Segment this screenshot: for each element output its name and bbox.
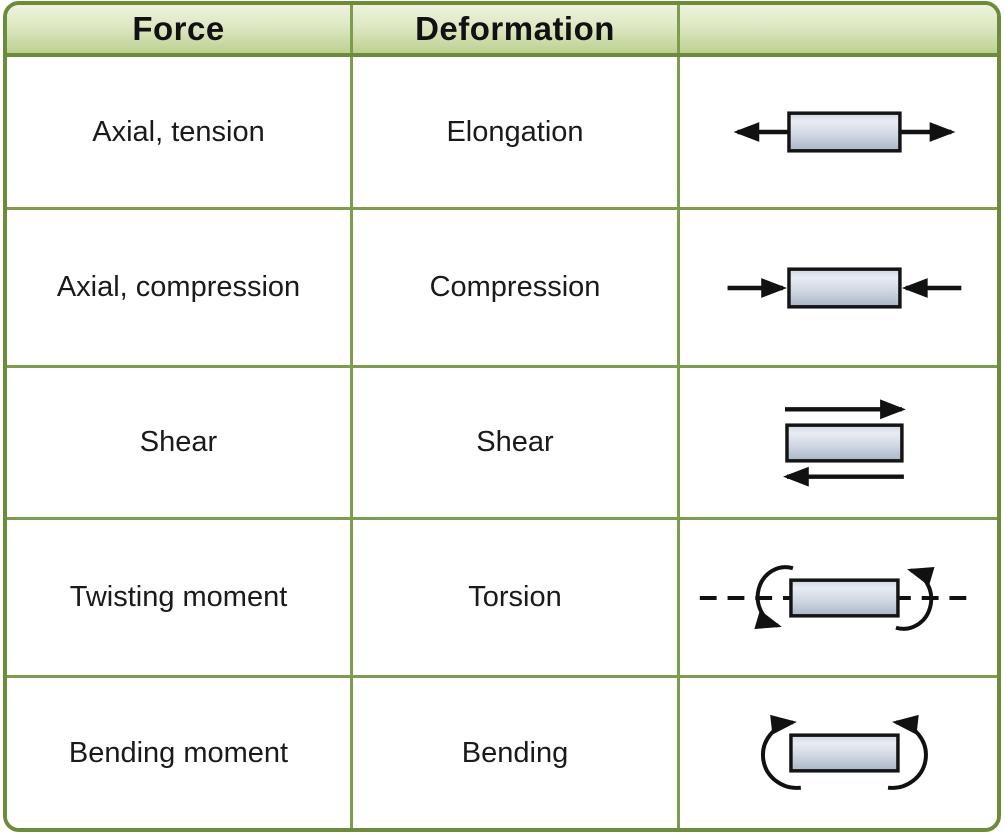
bending-right-arc	[887, 714, 928, 790]
deformation-cell: Bending	[350, 678, 677, 828]
compression-diagram	[727, 266, 962, 309]
header-diagram	[677, 5, 997, 53]
header-force: Force	[132, 10, 225, 47]
table-row: Shear Shear	[7, 365, 997, 517]
table-header-row: Force Deformation	[7, 5, 997, 57]
tension-diagram	[733, 111, 956, 153]
deformation-cell: Shear	[350, 368, 677, 517]
diagram-cell	[677, 210, 997, 365]
table-row: Twisting moment Torsion	[7, 517, 997, 675]
torsion-right-arc	[895, 566, 935, 631]
table-row: Axial, tension Elongation	[7, 57, 997, 207]
force-cell: Bending moment	[68, 736, 289, 769]
bar	[785, 422, 904, 463]
deformation-cell: Elongation	[350, 57, 677, 207]
bar	[789, 577, 900, 618]
force-cell: Axial, tension	[92, 115, 265, 148]
force-cell: Twisting moment	[69, 581, 288, 613]
torsion-left-arc	[754, 564, 794, 629]
diagram-cell	[677, 520, 997, 675]
table-border: Force Deformation Axial, tension Elongat…	[3, 1, 1001, 832]
shear-diagram	[783, 398, 906, 487]
diagram-cell	[677, 678, 997, 828]
bar	[787, 266, 902, 309]
deformation-cell: Torsion	[350, 520, 677, 675]
header-deformation: Deformation	[350, 5, 677, 53]
torsion-diagram	[699, 564, 978, 631]
force-cell: Shear	[139, 426, 218, 458]
table-row: Axial, compression Compression	[7, 207, 997, 365]
bar	[789, 733, 900, 773]
diagram-cell	[677, 368, 997, 517]
bar	[787, 111, 902, 153]
force-cell: Axial, compression	[56, 271, 301, 303]
bending-left-arc	[761, 714, 802, 790]
diagram-cell	[677, 57, 997, 207]
bending-diagram	[761, 714, 928, 790]
deformation-cell: Compression	[350, 210, 677, 365]
table-row: Bending moment Bending	[7, 675, 997, 828]
